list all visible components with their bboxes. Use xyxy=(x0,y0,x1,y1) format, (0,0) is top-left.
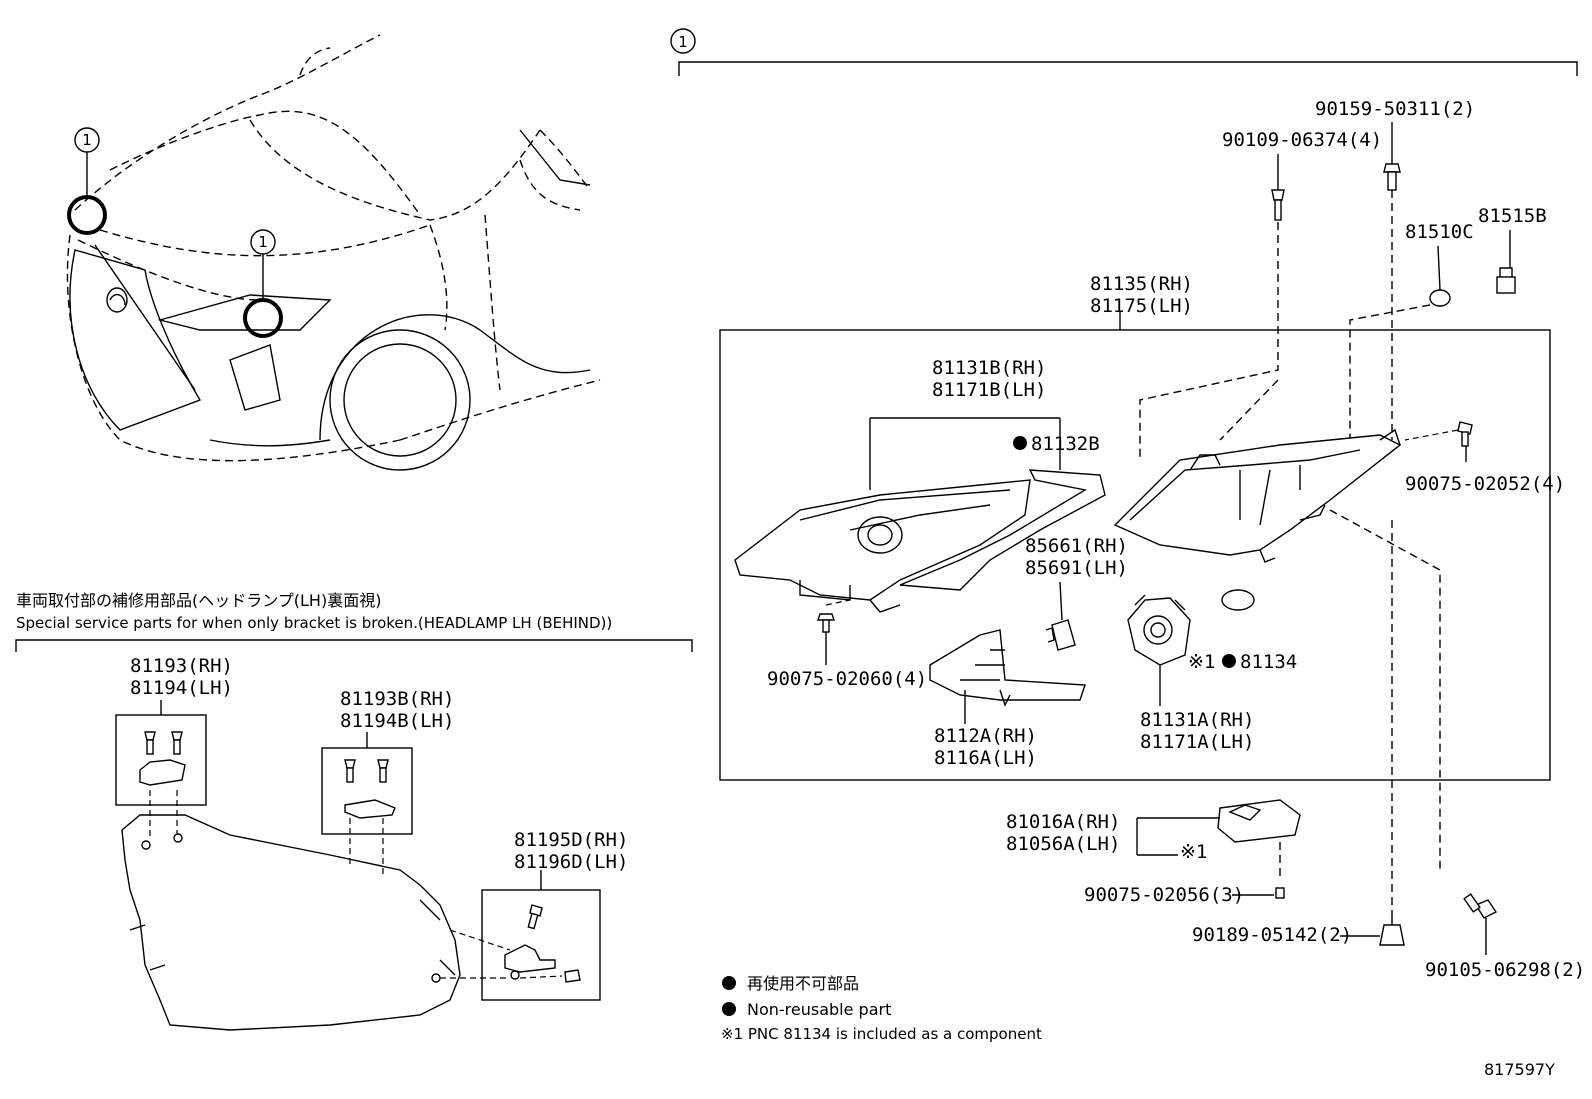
box-81195D xyxy=(481,889,601,1001)
legend-en: Non-reusable part xyxy=(747,1000,891,1019)
control-module-81016A xyxy=(1136,799,1301,856)
non-reusable-dot-81134 xyxy=(1222,654,1236,668)
screw-90075-02060 xyxy=(817,599,851,665)
special-service-parts-section: 車両取付部の補修用部品(ヘッドランプ(LH)裏面視) Special servi… xyxy=(15,591,693,1031)
label-90109-06374: 90109-06374(4) xyxy=(1222,129,1382,151)
label-81195D: 81195D(RH) xyxy=(514,829,628,851)
box-81193 xyxy=(115,714,207,806)
special-title-jp: 車両取付部の補修用部品(ヘッドランプ(LH)裏面視) xyxy=(16,591,381,610)
screw-90075-02052 xyxy=(1404,421,1473,462)
label-81510C: 81510C xyxy=(1405,221,1474,243)
label-81056A: 81056A(LH) xyxy=(1006,833,1120,855)
label-81194B: 81194B(LH) xyxy=(340,710,454,732)
label-81135: 81135(RH) xyxy=(1090,273,1193,295)
label-81515B: 81515B xyxy=(1478,205,1547,227)
diagram-reference-code: 817597Y xyxy=(1484,1060,1555,1079)
box-81193B xyxy=(321,747,413,835)
label-x1-81134: ※1 xyxy=(1188,651,1215,673)
o-ring-81134 xyxy=(1221,589,1255,611)
label-81134: 81134 xyxy=(1240,651,1297,673)
highlight-circle-headlamp-upper xyxy=(67,195,107,235)
label-90075-02056: 90075-02056(3) xyxy=(1084,884,1244,906)
label-81131B: 81131B(RH) xyxy=(932,357,1046,379)
special-title-en: Special service parts for when only brac… xyxy=(16,614,612,632)
label-81193: 81193(RH) xyxy=(130,655,233,677)
clip-90159 xyxy=(1383,122,1401,191)
connector-85661 xyxy=(1045,581,1076,651)
legend-dot-jp xyxy=(722,976,736,990)
bulb-81510C xyxy=(1429,245,1451,307)
bracket-81193B xyxy=(344,759,396,819)
screw-90109 xyxy=(1271,154,1285,221)
label-90189-05142: 90189-05142(2) xyxy=(1192,924,1352,946)
label-81131A: 81131A(RH) xyxy=(1140,709,1254,731)
label-90159-50311: 90159-50311(2) xyxy=(1315,98,1475,120)
legend-dot-en xyxy=(722,1002,736,1016)
label-81171A: 81171A(LH) xyxy=(1140,731,1254,753)
label-81194: 81194(LH) xyxy=(130,677,233,699)
bracket-81193 xyxy=(139,731,186,786)
label-8116A: 8116A(LH) xyxy=(934,747,1037,769)
label-90105-06298: 90105-06298(2) xyxy=(1425,959,1585,981)
label-85691: 85691(LH) xyxy=(1025,557,1128,579)
callout-1-main: 1 xyxy=(678,33,688,51)
vehicle-front-illustration: 1 1 xyxy=(66,34,601,471)
nut-90189 xyxy=(1340,917,1405,946)
legend: 再使用不可部品 Non-reusable part ※1 PNC 81134 i… xyxy=(721,974,1042,1043)
screw-90075-02056 xyxy=(1232,887,1285,899)
callout-1-lower: 1 xyxy=(258,233,268,251)
trim-bracket-8112A xyxy=(929,629,1086,724)
bracket-81195D xyxy=(504,904,581,983)
label-90075-02060: 90075-02060(4) xyxy=(767,668,927,690)
bolt-90105 xyxy=(1463,893,1498,955)
label-85661: 85661(RH) xyxy=(1025,535,1128,557)
label-81016A: 81016A(RH) xyxy=(1006,811,1120,833)
callout-1-upper: 1 xyxy=(82,131,92,149)
label-81193B: 81193B(RH) xyxy=(340,688,454,710)
assembly-box xyxy=(719,329,1551,781)
gasket-81132B xyxy=(899,469,1106,591)
headlamp-rear-outline xyxy=(121,814,461,1031)
projector-81131A xyxy=(1127,594,1191,706)
label-90075-02052: 90075-02052(4) xyxy=(1405,473,1565,495)
non-reusable-dot-81132B xyxy=(1013,436,1027,450)
label-8112A: 8112A(RH) xyxy=(934,725,1037,747)
socket-81515B xyxy=(1496,230,1516,294)
label-81196D: 81196D(LH) xyxy=(514,851,628,873)
legend-jp: 再使用不可部品 xyxy=(747,974,859,993)
headlamp-assembly-section: 1 90159-50311(2) 90109-06374(4) 81515B 8… xyxy=(670,28,1585,981)
label-81175: 81175(LH) xyxy=(1090,295,1193,317)
label-81132B: 81132B xyxy=(1031,433,1100,455)
headlamp-lens-81131B xyxy=(734,417,1061,613)
housing-81135 xyxy=(1113,428,1402,563)
legend-note: ※1 PNC 81134 is included as a component xyxy=(721,1025,1042,1043)
label-81171B: 81171B(LH) xyxy=(932,379,1046,401)
label-x1-note: ※1 xyxy=(1180,841,1207,863)
